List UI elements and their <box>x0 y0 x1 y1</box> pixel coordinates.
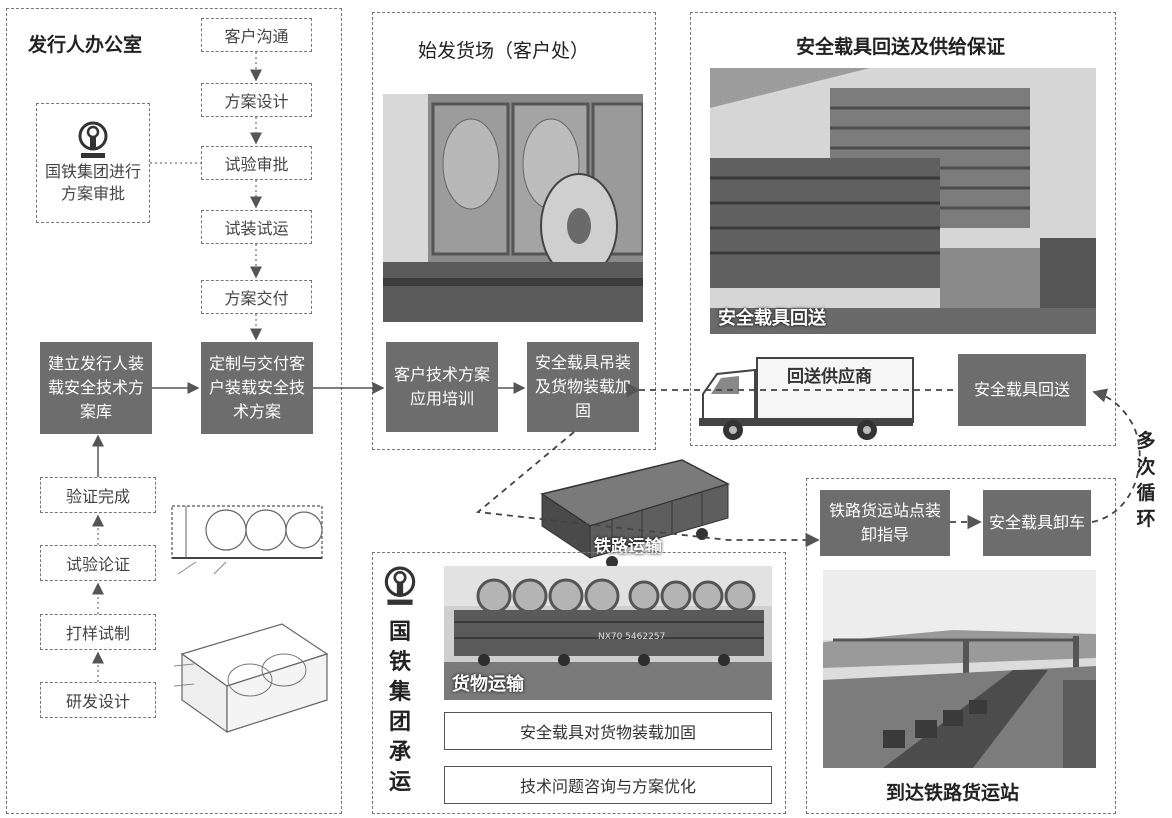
carrier-return-photo: 安全载具回送 <box>710 68 1096 334</box>
vertical-char: 运 <box>388 770 411 795</box>
cycle-label-text: 多次循环 <box>1136 430 1156 530</box>
step-prototype: 打样试制 <box>40 614 156 650</box>
china-railway-logo-icon <box>78 121 108 158</box>
train-plate: NX70 5462257 <box>598 632 666 642</box>
library-box: 建立发行人装载安全技术方案库 <box>40 342 152 434</box>
deliver-box: 定制与交付客户装载安全技术方案 <box>201 342 313 434</box>
reinforce-item: 安全载具对货物装载加固 <box>444 712 772 750</box>
vertical-char: 国 <box>388 620 411 645</box>
return-supply-panel <box>690 12 1116 446</box>
arrival-station-panel <box>806 478 1116 814</box>
coil-loading-photo <box>383 94 643 322</box>
group-vertical-title: 国 铁 集 团 承 运 <box>385 618 415 798</box>
arrival-station-photo <box>823 570 1096 768</box>
guide-box: 铁路货运站点装卸指导 <box>820 490 950 556</box>
consult-item: 技术问题咨询与方案优化 <box>444 766 772 804</box>
vertical-char: 集 <box>388 680 411 705</box>
step-plan-design: 方案设计 <box>201 83 312 117</box>
unload-box: 安全载具卸车 <box>983 490 1091 556</box>
training-box: 客户技术方案应用培训 <box>386 342 498 432</box>
vertical-char: 铁 <box>388 650 411 675</box>
cycle-label: 多次循环 <box>1128 428 1164 532</box>
approval-text: 国铁集团进行方案审批 <box>45 162 142 203</box>
issuer-office-panel <box>6 8 342 814</box>
return-box: 安全载具回送 <box>958 354 1086 426</box>
step-trial-loading: 试装试运 <box>201 210 312 244</box>
approval-box: 国铁集团进行方案审批 <box>36 103 150 223</box>
carrier-return-caption: 安全载具回送 <box>718 308 826 329</box>
truck-illustration: 回送供应商 <box>695 356 917 442</box>
cargo-transport-caption: 货物运输 <box>452 674 524 695</box>
issuer-office-title: 发行人办公室 <box>28 34 143 56</box>
step-rd-design: 研发设计 <box>40 682 156 718</box>
frame-technical-drawing <box>166 486 334 578</box>
china-railway-carrier-panel <box>372 552 786 814</box>
step-trial-approval: 试验审批 <box>201 146 312 180</box>
lifting-box: 安全载具吊装及货物装载加固 <box>527 342 639 432</box>
return-supply-title: 安全载具回送及供给保证 <box>796 36 1006 58</box>
step-verify-complete: 验证完成 <box>40 477 156 513</box>
group-logo-icon <box>382 566 418 612</box>
cargo-transport-photo: NX70 5462257 货物运输 <box>444 566 772 700</box>
truck-label: 回送供应商 <box>787 367 872 387</box>
step-client-communication: 客户沟通 <box>201 18 312 52</box>
container-technical-drawing <box>172 614 334 738</box>
origin-yard-title: 始发货场（客户处） <box>418 40 590 62</box>
arrival-station-title: 到达铁路货运站 <box>886 782 1020 804</box>
vertical-char: 团 <box>388 710 411 735</box>
step-test-demonstration: 试验论证 <box>40 545 156 581</box>
vertical-char: 承 <box>388 740 411 765</box>
step-plan-delivery: 方案交付 <box>201 280 312 314</box>
